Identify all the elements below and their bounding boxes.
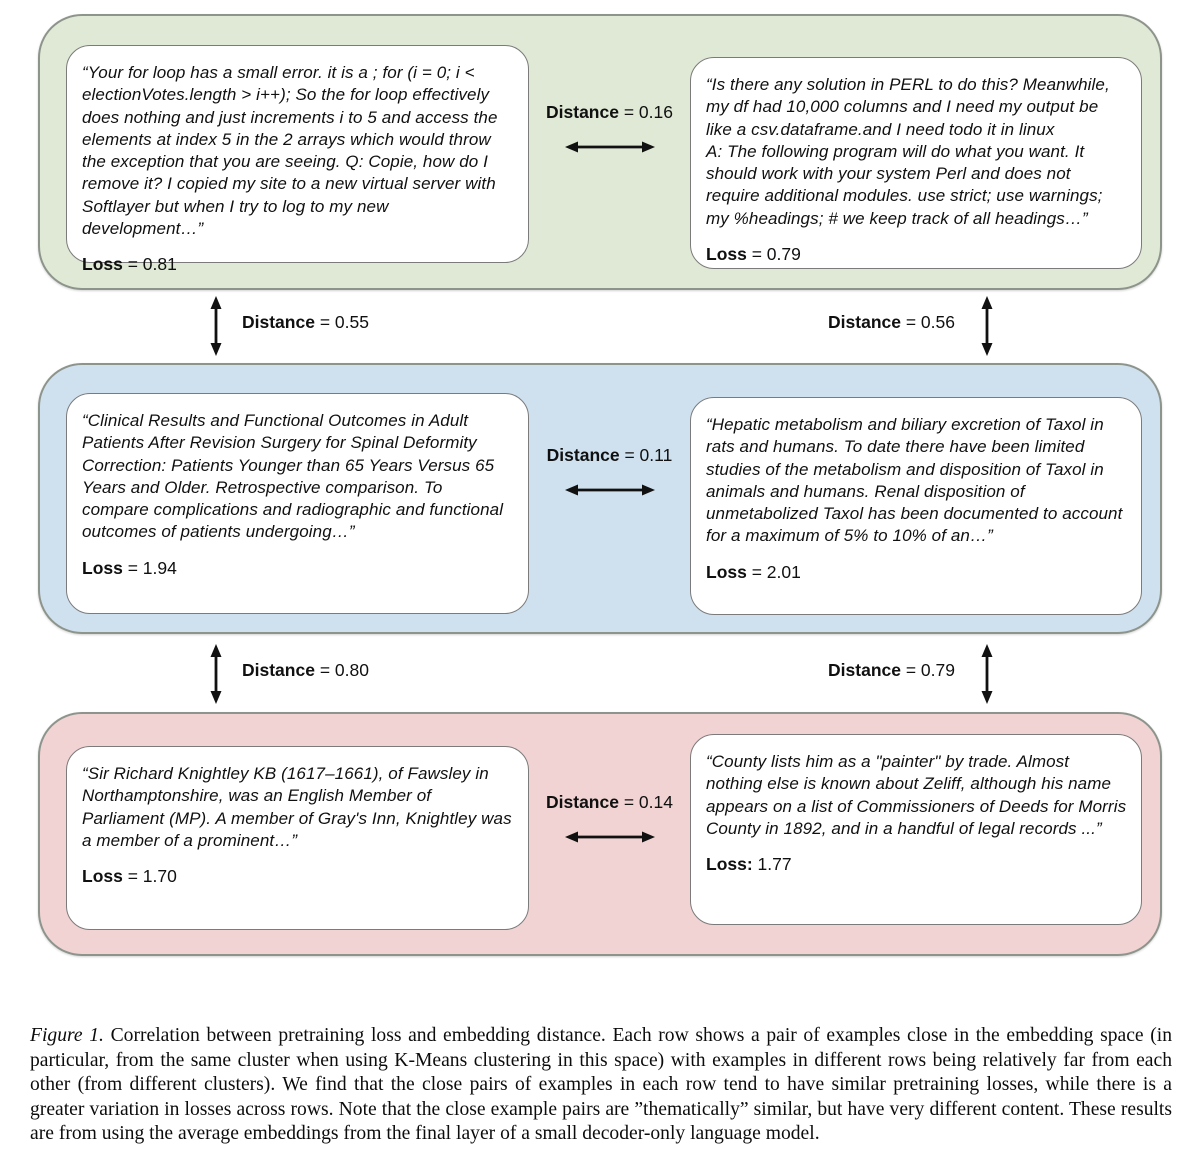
loss-value: Loss = 1.94: [82, 558, 514, 579]
distance-value: Distance = 0.11: [529, 445, 690, 466]
loss-number: = 0.79: [746, 244, 801, 265]
loss-number: = 1.94: [122, 557, 177, 578]
loss-value: Loss = 2.01: [706, 562, 1127, 583]
example-box-blue-right: “Hepatic metabolism and biliary excretio…: [690, 397, 1142, 615]
distance-number: = 0.11: [619, 445, 673, 465]
example-box-pink-right: “County lists him as a "painter" by trad…: [690, 734, 1142, 925]
pair-distance-pink: Distance = 0.14: [529, 792, 690, 850]
cluster-row-pink: “Sir Richard Knightley KB (1617–1661), o…: [38, 712, 1162, 956]
vertical-double-arrow-icon: [210, 644, 222, 704]
loss-value: Loss = 1.70: [82, 866, 514, 887]
distance-label: Distance: [546, 792, 619, 812]
example-box-pink-left: “Sir Richard Knightley KB (1617–1661), o…: [66, 746, 529, 930]
gap-distance-left: Distance = 0.80: [242, 660, 369, 681]
distance-label: Distance: [242, 660, 315, 680]
horizontal-double-arrow-icon: [564, 141, 655, 153]
example-quote: “Hepatic metabolism and biliary excretio…: [706, 415, 1128, 546]
loss-label: Loss: [82, 866, 123, 887]
loss-value: Loss = 0.79: [706, 244, 1127, 265]
example-quote: “Clinical Results and Functional Outcome…: [82, 411, 508, 542]
distance-number: = 0.80: [314, 660, 369, 680]
figure-caption-label: Figure 1.: [30, 1025, 104, 1046]
figure-caption: Figure 1. Correlation between pretrainin…: [30, 1024, 1172, 1147]
distance-label: Distance: [546, 445, 620, 465]
cluster-row-blue: “Clinical Results and Functional Outcome…: [38, 363, 1162, 634]
loss-number: = 2.01: [746, 561, 801, 582]
distance-number: = 0.56: [900, 312, 955, 332]
vertical-double-arrow-icon: [210, 296, 222, 356]
example-quote: “Is there any solution in PERL to do thi…: [706, 75, 1110, 228]
example-quote: “County lists him as a "painter" by trad…: [706, 752, 1131, 838]
example-quote: “Your for loop has a small error. it is …: [82, 63, 503, 239]
loss-value: Loss = 0.81: [82, 254, 514, 275]
figure-caption-text: Correlation between pretraining loss and…: [30, 1025, 1172, 1145]
loss-label: Loss: [82, 557, 123, 578]
example-quote: “Sir Richard Knightley KB (1617–1661), o…: [82, 764, 517, 850]
distance-label: Distance: [546, 102, 619, 122]
distance-number: = 0.79: [900, 660, 955, 680]
distance-number: = 0.55: [314, 312, 369, 332]
distance-number: = 0.16: [618, 102, 673, 122]
distance-number: = 0.14: [618, 792, 673, 812]
distance-label: Distance: [242, 312, 315, 332]
vertical-double-arrow-icon: [981, 296, 993, 356]
loss-value: Loss: 1.77: [706, 854, 1127, 875]
loss-number: = 1.70: [122, 866, 177, 887]
loss-label: Loss: [706, 244, 747, 265]
loss-number: = 0.81: [122, 254, 177, 275]
vertical-double-arrow-icon: [981, 644, 993, 704]
pair-distance-green: Distance = 0.16: [529, 102, 690, 160]
gap-distance-left: Distance = 0.55: [242, 312, 369, 333]
distance-value: Distance = 0.14: [529, 792, 690, 813]
distance-value: Distance = 0.16: [529, 102, 690, 123]
example-box-green-left: “Your for loop has a small error. it is …: [66, 45, 529, 274]
loss-label: Loss: [706, 561, 747, 582]
distance-label: Distance: [828, 660, 901, 680]
loss-label: Loss:: [706, 854, 753, 875]
horizontal-double-arrow-icon: [564, 831, 655, 843]
loss-label: Loss: [82, 254, 123, 275]
horizontal-double-arrow-icon: [564, 484, 655, 496]
pair-distance-blue: Distance = 0.11: [529, 445, 690, 503]
gap-distance-right: Distance = 0.79: [820, 660, 955, 681]
example-box-green-right: “Is there any solution in PERL to do thi…: [690, 57, 1142, 269]
distance-label: Distance: [828, 312, 901, 332]
gap-distance-right: Distance = 0.56: [820, 312, 955, 333]
loss-number: 1.77: [752, 854, 792, 875]
example-box-blue-left: “Clinical Results and Functional Outcome…: [66, 393, 529, 614]
cluster-row-green: “Your for loop has a small error. it is …: [38, 14, 1162, 290]
